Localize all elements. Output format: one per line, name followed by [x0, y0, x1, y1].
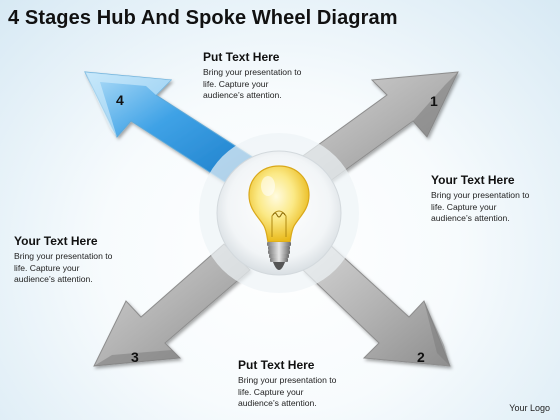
stage-4-number: 4 [116, 92, 124, 108]
stage-3-line-2: life. Capture your [14, 262, 80, 273]
stage-4-description: Bring your presentation to life. Capture… [203, 67, 301, 102]
stage-4-line-2: life. Capture your [203, 78, 269, 89]
light-bulb-icon [248, 165, 310, 270]
stage-3-text-block: Your Text Here Bring your presentation t… [14, 234, 112, 286]
stage-4-title: Put Text Here [203, 50, 280, 64]
stage-1-text-block: Your Text Here Bring your presentation t… [431, 173, 529, 225]
stage-1-line-3: audience’s attention. [431, 213, 510, 223]
stage-4-line-1: Bring your presentation to [203, 67, 302, 77]
stage-4-line-3: audience’s attention. [203, 90, 282, 100]
stage-2-line-3: audience’s attention. [238, 398, 317, 408]
stage-2-text-block: Put Text Here Bring your presentation to… [238, 358, 336, 410]
stage-2-line-2: life. Capture your [238, 386, 304, 397]
stage-3-line-3: audience’s attention. [14, 274, 93, 284]
logo-text: Your Logo [509, 403, 550, 413]
stage-1-number: 1 [430, 93, 438, 109]
stage-2-title: Put Text Here [238, 358, 315, 372]
stage-1-line-1: Bring your presentation to [431, 190, 530, 200]
page-title: 4 Stages Hub And Spoke Wheel Diagram [8, 7, 398, 29]
stage-1-line-2: life. Capture your [431, 201, 497, 212]
stage-2-description: Bring your presentation to life. Capture… [238, 375, 336, 410]
stage-2-line-1: Bring your presentation to [238, 375, 337, 385]
stage-3-description: Bring your presentation to life. Capture… [14, 251, 112, 286]
stage-1-description: Bring your presentation to life. Capture… [431, 190, 529, 225]
stage-3-title: Your Text Here [14, 234, 98, 248]
stage-2-number: 2 [417, 349, 425, 365]
stage-1-title: Your Text Here [431, 173, 515, 187]
stage-4-text-block: Put Text Here Bring your presentation to… [203, 50, 301, 102]
stage-3-number: 3 [131, 349, 139, 365]
stage-3-line-1: Bring your presentation to [14, 251, 113, 261]
